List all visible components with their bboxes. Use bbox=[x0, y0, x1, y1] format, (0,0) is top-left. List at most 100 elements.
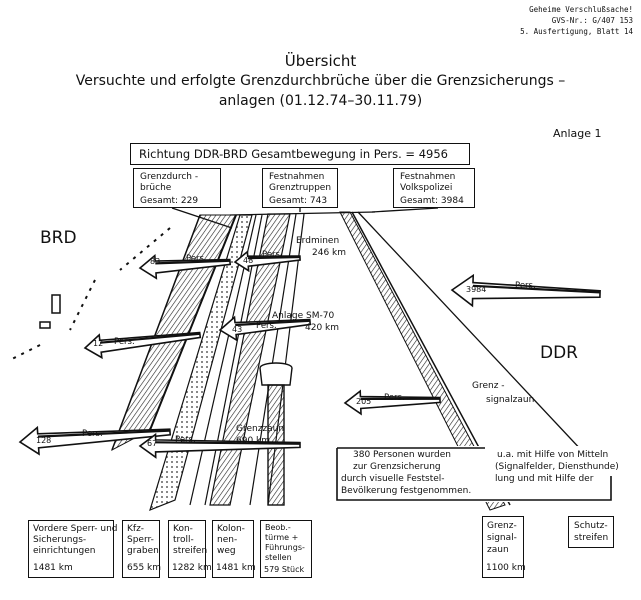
classification-line-3: 5. Ausfertigung, Blatt 14 bbox=[520, 27, 633, 36]
bottom-box-line: Schutz- bbox=[574, 521, 608, 531]
summary-total: Gesamt: 3984 bbox=[400, 196, 464, 206]
note-line: (Signalfelder, Diensthunde) bbox=[495, 462, 619, 472]
summary-label: Grenztruppen bbox=[269, 183, 332, 193]
label-ddr: DDR bbox=[540, 343, 578, 363]
summary-box-volkspolizei: Festnahmen Volkspolizei Gesamt: 3984 bbox=[393, 168, 475, 208]
flow-arrow bbox=[83, 331, 202, 360]
header-box: Richtung DDR-BRD Gesamtbewegung in Pers.… bbox=[130, 143, 470, 165]
bottom-box-kontrollstreifen: Kon- troll- streifen 1282 km bbox=[168, 520, 212, 578]
bottom-box-line: signal- bbox=[487, 533, 517, 543]
flow-arrow bbox=[343, 389, 441, 416]
note-line: Bevölkerung festgenommen. bbox=[341, 486, 472, 496]
arrow-count: 67 bbox=[147, 439, 158, 448]
arrow-unit: Pers. bbox=[256, 321, 277, 331]
bottom-box-line: weg bbox=[217, 546, 236, 556]
classification-line-2: GVS-Nr.: G/407 153 bbox=[551, 16, 633, 25]
arrow-count: 205 bbox=[356, 397, 372, 406]
header-box-text: Richtung DDR-BRD Gesamtbewegung in Pers.… bbox=[139, 147, 448, 161]
bottom-box-line: Kfz- bbox=[127, 524, 145, 534]
note-line: u.a. mit Hilfe von Mitteln bbox=[497, 450, 609, 460]
sm70-length: 420 km bbox=[305, 323, 340, 333]
bottom-box-line: troll- bbox=[173, 535, 194, 545]
note-box: 380 Personen wurden zur Grenzsicherung d… bbox=[335, 446, 619, 502]
watch-tower-icon bbox=[259, 362, 293, 506]
flow-arrow-shade bbox=[100, 332, 200, 344]
bottom-box-line: Kolon- bbox=[217, 524, 245, 534]
flow-arrow-shade bbox=[235, 319, 310, 327]
flow-arrow-shade bbox=[155, 441, 301, 445]
summary-label: Grenzdurch - bbox=[140, 172, 199, 182]
flow-arrow-shade bbox=[247, 255, 300, 260]
bottom-box-line: streifen bbox=[173, 546, 208, 556]
bottom-box-line: stellen bbox=[265, 553, 292, 562]
arrow-unit: Pers. bbox=[515, 281, 536, 291]
flow-arrow-shade bbox=[155, 259, 230, 265]
signalzaun-label-2: signalzaun bbox=[486, 395, 535, 405]
signalzaun-label-1: Grenz - bbox=[472, 381, 505, 391]
arrow-count: 12 bbox=[93, 339, 104, 348]
arrow-unit: Pers. bbox=[384, 393, 405, 403]
flow-arrow bbox=[138, 432, 301, 459]
summary-label: Festnahmen bbox=[269, 172, 325, 182]
title-line-1: Versuchte und erfolgte Grenzdurchbrüche … bbox=[75, 73, 566, 89]
arrow-count: 43 bbox=[232, 325, 243, 334]
summary-total: Gesamt: 743 bbox=[269, 196, 328, 206]
bottom-box-sperreinrichtungen: Vordere Sperr- und Sicherungs- einrichtu… bbox=[28, 520, 118, 578]
movement-arrows bbox=[18, 250, 601, 459]
bottom-box-kolonnenweg: Kolon- nen- weg 1481 km bbox=[212, 520, 256, 578]
bottom-box-line: graben bbox=[127, 546, 159, 556]
anlage-label: Anlage 1 bbox=[553, 127, 602, 140]
bottom-box-length: 1481 km bbox=[216, 563, 256, 573]
summary-label: Festnahmen bbox=[400, 172, 456, 182]
summary-box-grenzdurchbrueche: Grenzdurch - brüche Gesamt: 229 bbox=[133, 168, 221, 208]
bottom-box-line: streifen bbox=[574, 533, 609, 543]
bottom-box-line: Grenz- bbox=[487, 521, 517, 531]
classification-line-1: Geheime Verschlußsache! bbox=[529, 5, 633, 14]
note-line: lung und mit Hilfe der bbox=[495, 474, 594, 484]
arrow-count: 3984 bbox=[466, 285, 487, 294]
erdminen-length: 246 km bbox=[312, 248, 347, 258]
bottom-box-line: einrichtungen bbox=[33, 546, 96, 556]
bottom-box-line: türme + bbox=[265, 533, 299, 542]
bottom-box-line: Beob.- bbox=[265, 523, 291, 532]
flight-traces bbox=[9, 227, 171, 361]
bottom-box-line: nen- bbox=[217, 535, 238, 545]
summary-label: brüche bbox=[140, 183, 172, 193]
bottom-box-length: 579 Stück bbox=[264, 565, 305, 574]
summary-total: Gesamt: 229 bbox=[140, 196, 199, 206]
note-box-frame bbox=[336, 447, 612, 501]
arrow-unit: Pers. bbox=[82, 429, 103, 439]
grenzzaun-length: 690 km bbox=[236, 436, 271, 446]
summary-label: Volkspolizei bbox=[400, 183, 453, 193]
bottom-box-schutzstreifen: Schutz- streifen bbox=[568, 516, 614, 548]
label-brd: BRD bbox=[40, 228, 77, 248]
arrow-unit: Pers. bbox=[262, 250, 283, 260]
grenzzaun-label: Grenzzaun bbox=[236, 424, 285, 434]
bottom-box-line: zaun bbox=[487, 545, 509, 555]
bottom-box-length: 655 km bbox=[127, 563, 162, 573]
flow-arrow bbox=[450, 273, 601, 308]
title-line-2: anlagen (01.12.74–30.11.79) bbox=[218, 93, 423, 109]
person-icon bbox=[39, 294, 61, 329]
erdminen-label: Erdminen bbox=[296, 236, 340, 246]
bottom-box-length: 1481 km bbox=[33, 563, 73, 573]
note-line: durch visuelle Feststel- bbox=[341, 474, 445, 484]
bottom-box-line: Vordere Sperr- und bbox=[33, 524, 118, 534]
page-title: Übersicht bbox=[284, 52, 357, 70]
summary-box-grenztruppen: Festnahmen Grenztruppen Gesamt: 743 bbox=[262, 168, 338, 208]
bottom-box-length: 1282 km bbox=[172, 563, 212, 573]
sm70-label: Anlage SM-70 bbox=[272, 311, 335, 321]
bottom-box-line: Führungs- bbox=[265, 543, 305, 552]
arrow-unit: Pers. bbox=[114, 337, 135, 347]
arrow-count: 48 bbox=[243, 256, 254, 265]
bottom-box-grenzsignalzaun: Grenz- signal- zaun 1100 km bbox=[482, 516, 526, 578]
flow-arrow-shade bbox=[37, 429, 170, 438]
bottom-box-line: Sicherungs- bbox=[33, 535, 87, 545]
flow-arrow bbox=[18, 425, 172, 456]
flow-arrow-shade bbox=[472, 284, 601, 294]
note-line: zur Grenzsicherung bbox=[353, 462, 441, 472]
bottom-box-length: 1100 km bbox=[486, 563, 526, 573]
bottom-box-kfz-sperrgraben: Kfz- Sperr- graben 655 km bbox=[122, 520, 162, 578]
bottom-box-beobachtungstuerme: Beob.- türme + Führungs- stellen 579 Stü… bbox=[260, 520, 312, 578]
